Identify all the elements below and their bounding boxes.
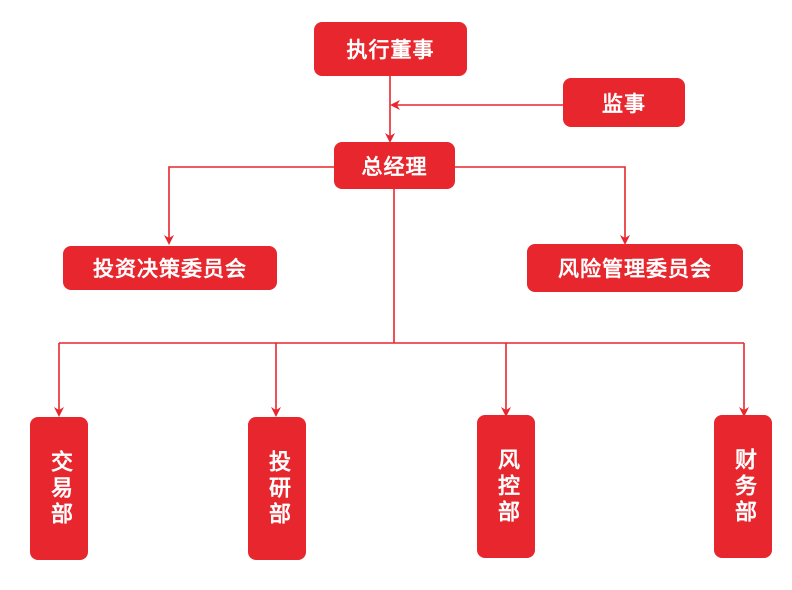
node-finance-dept: 财务部 <box>714 415 772 558</box>
connector-gm-invest-committee <box>164 166 334 245</box>
node-research-dept: 投研部 <box>248 417 306 560</box>
node-risk-committee: 风险管理委员会 <box>527 244 743 292</box>
node-supervisor: 监事 <box>563 78 685 127</box>
node-general-manager: 总经理 <box>334 142 455 189</box>
node-executive-director: 执行董事 <box>314 22 467 76</box>
node-risk-control-dept: 风控部 <box>477 415 535 558</box>
connector-gm-risk-committee <box>455 166 630 245</box>
node-investment-committee: 投资决策委员会 <box>63 246 277 290</box>
node-trading-dept: 交易部 <box>30 417 88 560</box>
